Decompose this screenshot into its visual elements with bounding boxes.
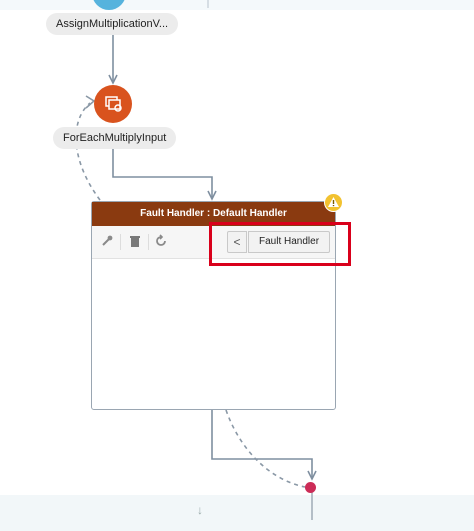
assign-activity-label[interactable]: AssignMultiplicationV... — [46, 13, 179, 35]
connector-foreach-fault — [112, 149, 213, 198]
loop-icon — [105, 96, 122, 112]
trash-icon[interactable] — [128, 234, 142, 248]
pin-icon[interactable] — [100, 234, 114, 248]
toolbar-divider — [120, 234, 121, 250]
warning-triangle-icon[interactable] — [324, 193, 343, 212]
fault-handler-scope[interactable]: Fault Handler : Default Handler < Fault … — [91, 201, 336, 410]
foreach-activity-label[interactable]: ForEachMultiplyInput — [53, 127, 177, 149]
foreach-activity-node[interactable] — [94, 85, 132, 123]
refresh-icon[interactable] — [154, 234, 168, 248]
fault-handler-toolbar: < Fault Handler — [92, 226, 335, 259]
canvas-top-strip — [0, 0, 474, 10]
loop-back-connector — [75, 102, 101, 201]
previous-handler-button[interactable]: < — [227, 231, 247, 253]
canvas-bottom-strip — [0, 495, 474, 531]
highlight-annotation-box — [209, 222, 351, 266]
assign-activity-node[interactable] — [92, 0, 126, 10]
fault-handler-nav-label[interactable]: Fault Handler — [248, 231, 331, 253]
bottom-dashed-connector — [225, 409, 306, 488]
toolbar-divider — [148, 234, 149, 250]
timeline-arrow-icon: ↓ — [197, 503, 203, 517]
connector-fault-end — [211, 409, 313, 478]
end-node[interactable] — [305, 482, 316, 493]
